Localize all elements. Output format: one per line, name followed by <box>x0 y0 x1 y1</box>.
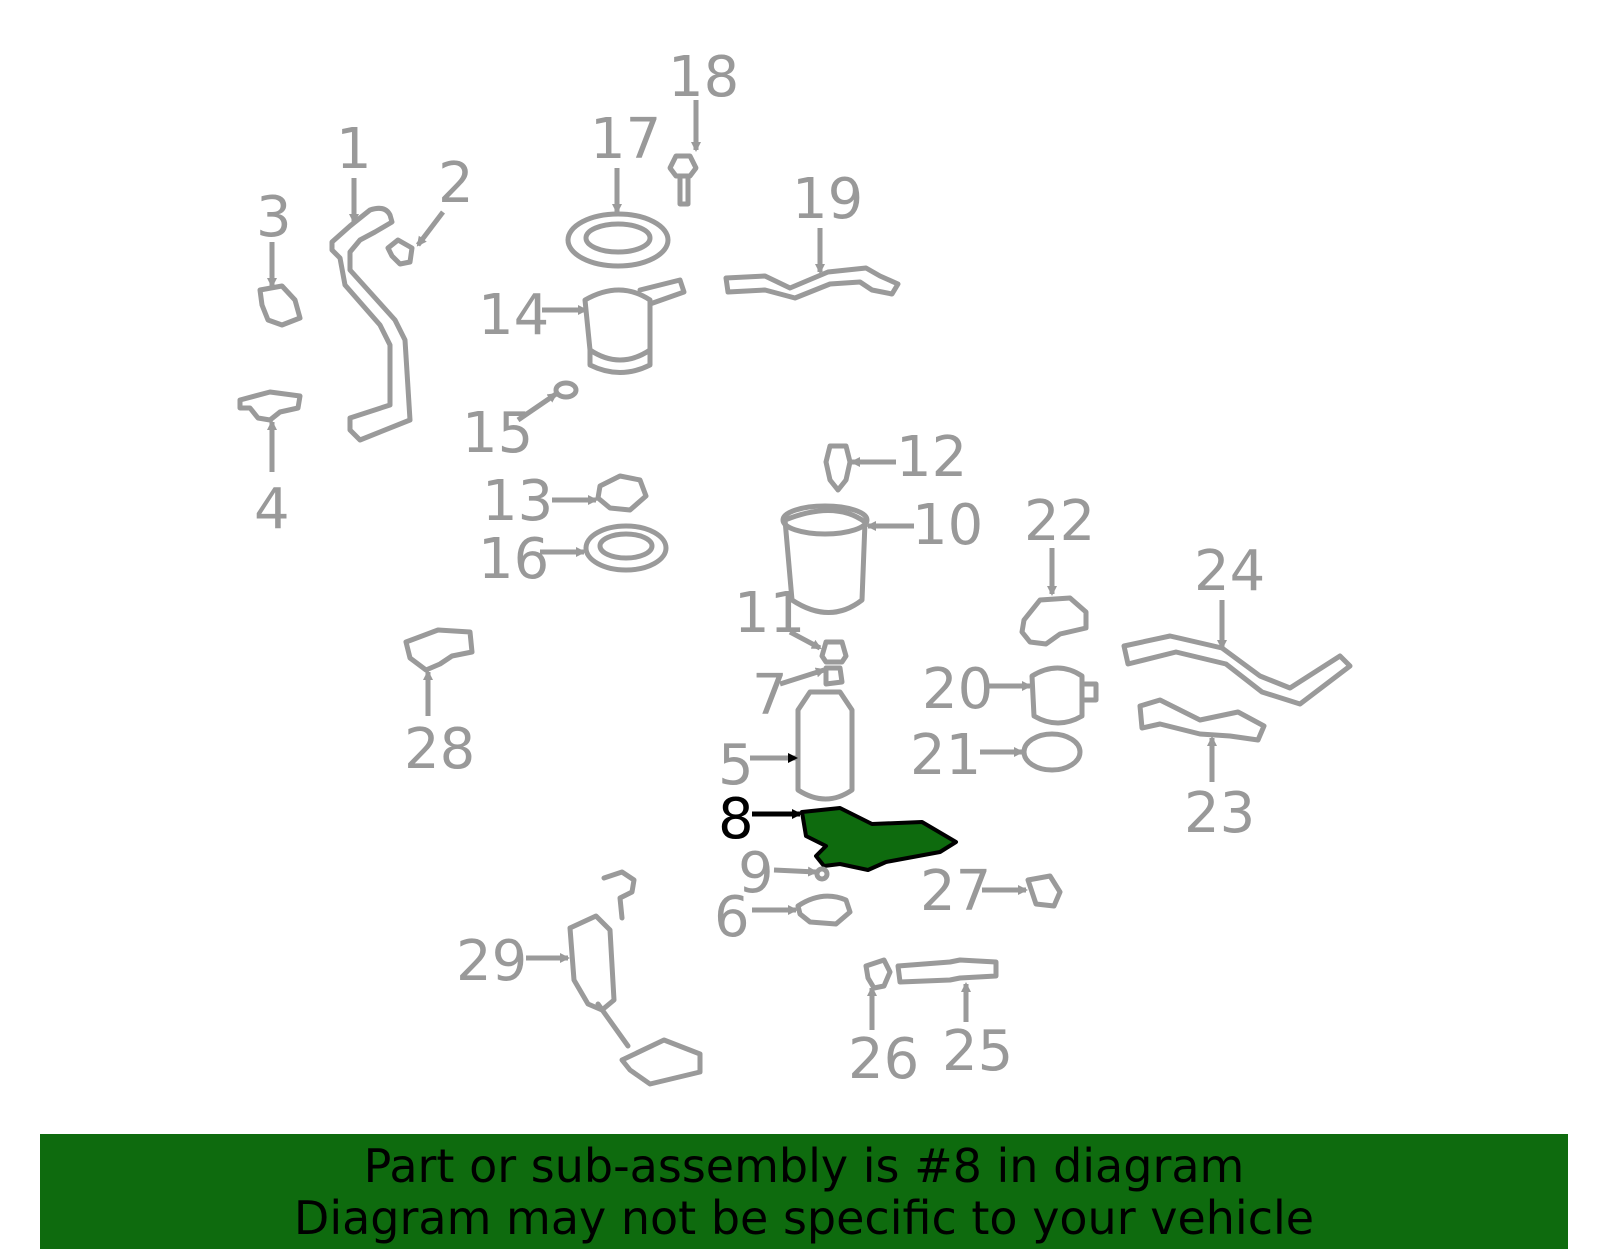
part-27-clip[interactable] <box>1025 873 1063 909</box>
label-17: 17 <box>590 107 661 172</box>
part-8-strainer-highlighted[interactable] <box>800 806 958 872</box>
part-13-grommet[interactable] <box>595 473 649 513</box>
part-14-sender-cap[interactable] <box>582 277 687 375</box>
part-23-hose[interactable] <box>1137 697 1267 743</box>
part-4-bracket[interactable] <box>237 389 303 423</box>
part-22-cover[interactable] <box>1019 595 1089 647</box>
part-17-lock-ring[interactable] <box>565 211 671 269</box>
label-14: 14 <box>478 283 549 348</box>
banner-line-1: Part or sub-assembly is #8 in diagram <box>363 1139 1245 1193</box>
part-29-sender-unit[interactable] <box>567 869 703 1087</box>
part-12-valve[interactable] <box>823 443 853 493</box>
label-23: 23 <box>1184 781 1255 846</box>
label-1: 1 <box>336 117 372 182</box>
part-7-seal[interactable] <box>823 665 845 687</box>
label-19: 19 <box>792 167 863 232</box>
label-22: 22 <box>1024 489 1095 554</box>
part-16-gasket[interactable] <box>583 523 669 573</box>
label-5: 5 <box>718 733 754 798</box>
label-7: 7 <box>752 663 788 728</box>
part-28-connector[interactable] <box>403 627 475 673</box>
label-28: 28 <box>404 717 475 782</box>
part-15-o-ring[interactable] <box>553 380 579 400</box>
part-3-connector[interactable] <box>257 283 303 328</box>
label-8: 8 <box>718 787 754 852</box>
label-25: 25 <box>942 1019 1013 1084</box>
label-9: 9 <box>738 841 774 906</box>
label-15: 15 <box>462 401 533 466</box>
label-3: 3 <box>256 185 292 250</box>
part-26-clip[interactable] <box>863 957 893 991</box>
part-24-hose[interactable] <box>1121 633 1353 707</box>
label-21: 21 <box>910 723 981 788</box>
label-18: 18 <box>668 45 739 110</box>
info-banner: Part or sub-assembly is #8 in diagram Di… <box>40 1134 1568 1249</box>
part-20-canister[interactable] <box>1029 665 1099 726</box>
leader-arrows <box>267 100 1227 1030</box>
part-21-grommet[interactable] <box>1021 731 1083 773</box>
part-5-fuel-pump[interactable] <box>795 689 855 802</box>
label-12: 12 <box>896 425 967 490</box>
part-2-clip[interactable] <box>385 237 415 267</box>
label-24: 24 <box>1194 539 1265 604</box>
label-29: 29 <box>456 929 527 994</box>
label-6: 6 <box>714 885 750 950</box>
part-10-reservoir[interactable] <box>780 503 870 615</box>
parts-diagram: 1 2 3 4 5 6 7 8 9 10 11 12 13 14 15 16 1… <box>237 45 1353 1092</box>
label-11: 11 <box>734 581 805 646</box>
part-1-fuel-pipe[interactable] <box>329 205 413 443</box>
label-20: 20 <box>922 657 993 722</box>
part-11-cap[interactable] <box>819 639 849 665</box>
callout-labels: 1 2 3 4 5 6 7 8 9 10 11 12 13 14 15 16 1… <box>254 45 1265 1092</box>
label-26: 26 <box>848 1027 919 1092</box>
label-2: 2 <box>438 151 474 216</box>
label-10: 10 <box>912 493 983 558</box>
label-27: 27 <box>920 859 991 924</box>
label-16: 16 <box>478 527 549 592</box>
part-18-bolt[interactable] <box>667 153 699 207</box>
part-19-hose[interactable] <box>723 265 901 301</box>
part-9-washer[interactable] <box>814 866 830 882</box>
label-13: 13 <box>482 469 553 534</box>
label-4: 4 <box>254 477 290 542</box>
part-6-holder[interactable] <box>795 893 853 927</box>
banner-line-2: Diagram may not be specific to your vehi… <box>293 1191 1315 1245</box>
part-25-hose[interactable] <box>895 957 999 985</box>
